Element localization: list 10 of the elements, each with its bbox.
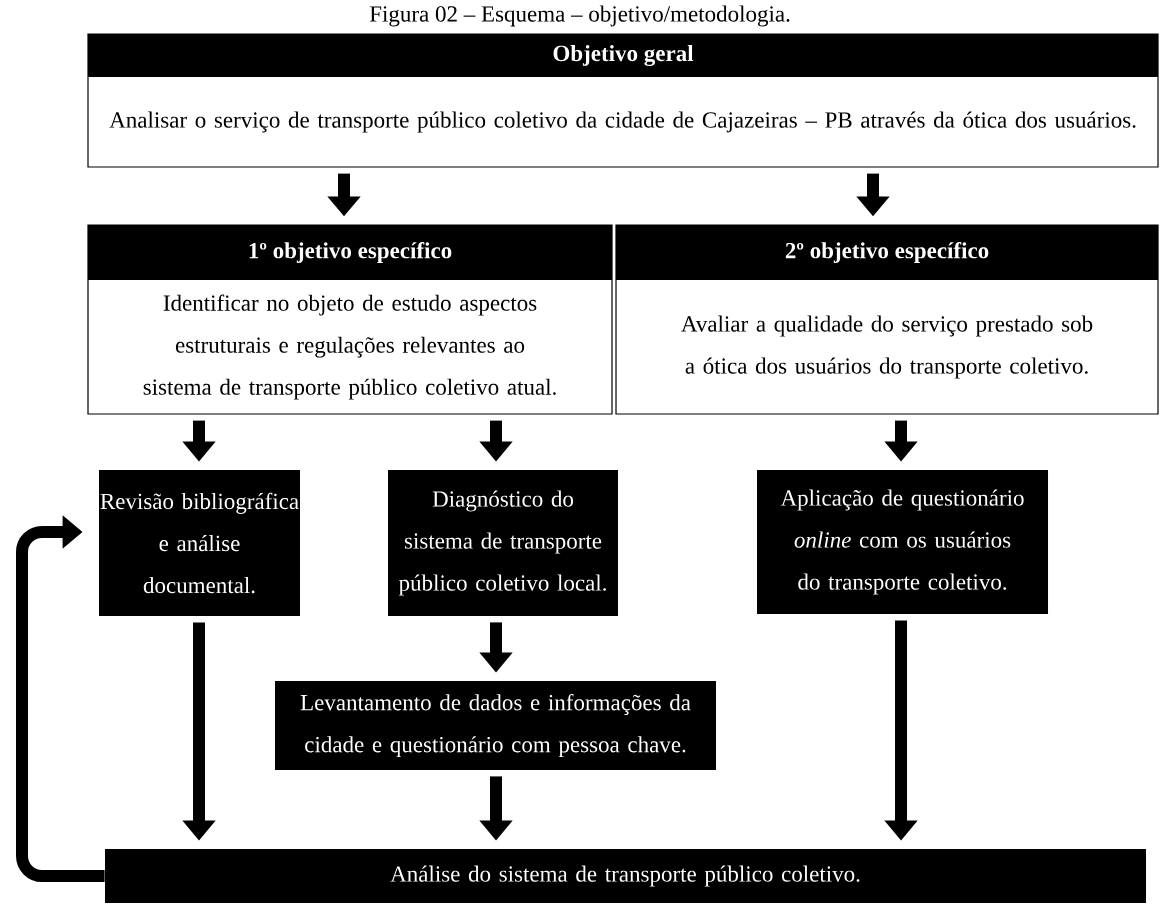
objective-box: 1º objetivo específico Identificar no objeto de estudo aspectos estruturais e regulações relevantes ao sistema de transporte público coletivo atual. bbox=[87, 224, 613, 415]
step-box: Aplicação de questionário online com os usuários do transporte coletivo. bbox=[757, 470, 1048, 614]
objective-box: Objetivo geral Analisar o serviço de transporte público coletivo da cidade de Cajazeiras – PB através da ótica dos usuários. bbox=[87, 33, 1159, 168]
step-box: Diagnóstico do sistema de transporte público coletivo local. bbox=[388, 470, 618, 616]
step-box: Análise do sistema de transporte público coletivo. bbox=[105, 849, 1146, 903]
step-box: Levantamento de dados e informações da cidade e questionário com pessoa chave. bbox=[275, 681, 716, 770]
figure-title: Figura 02 – Esquema – objetivo/metodologia. bbox=[369, 5, 790, 27]
objective-box: 2º objetivo específico Avaliar a qualidade do serviço prestado sob a ótica dos usuários do transporte coletivo. bbox=[615, 224, 1159, 415]
arrow bbox=[16, 515, 105, 882]
step-box: Revisão bibliográfica e análise documental. bbox=[99, 470, 300, 616]
